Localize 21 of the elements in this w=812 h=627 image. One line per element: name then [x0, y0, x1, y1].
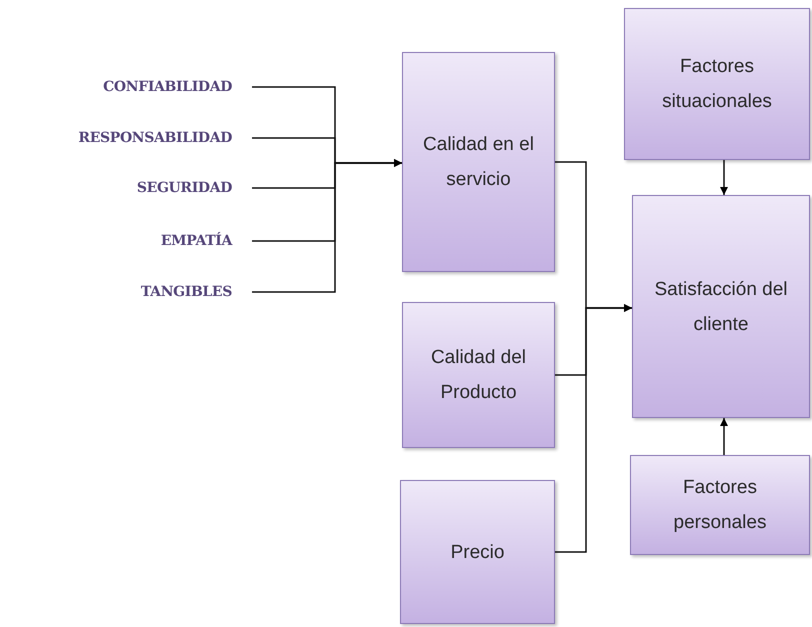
process-box — [630, 455, 810, 555]
process-box — [402, 52, 555, 272]
dimension-term: EMPATÍA — [160, 231, 232, 250]
box-label: Satisfacción del cliente — [653, 278, 789, 336]
box-label: Calidad del Producto — [430, 346, 528, 405]
process-box — [624, 8, 810, 160]
connector-arrow — [720, 418, 728, 455]
box-label: Factores personales — [672, 476, 768, 535]
dimension-term: CONFIABILIDAD — [103, 78, 232, 96]
process-box — [632, 195, 810, 418]
dimension-term: RESPONSABILIDAD — [78, 128, 232, 148]
box-label: Calidad en el servicio — [422, 133, 535, 192]
box-label: Factores situacionales — [661, 55, 773, 114]
process-box — [400, 480, 555, 624]
connector-arrow — [252, 159, 402, 293]
connector-arrow — [555, 304, 632, 553]
dimension-term: SEGURIDAD — [136, 178, 232, 198]
process-box — [402, 302, 555, 448]
box-label: Precio — [450, 540, 504, 564]
connector-arrow — [720, 160, 728, 195]
dimension-term: TANGIBLES — [140, 282, 232, 302]
